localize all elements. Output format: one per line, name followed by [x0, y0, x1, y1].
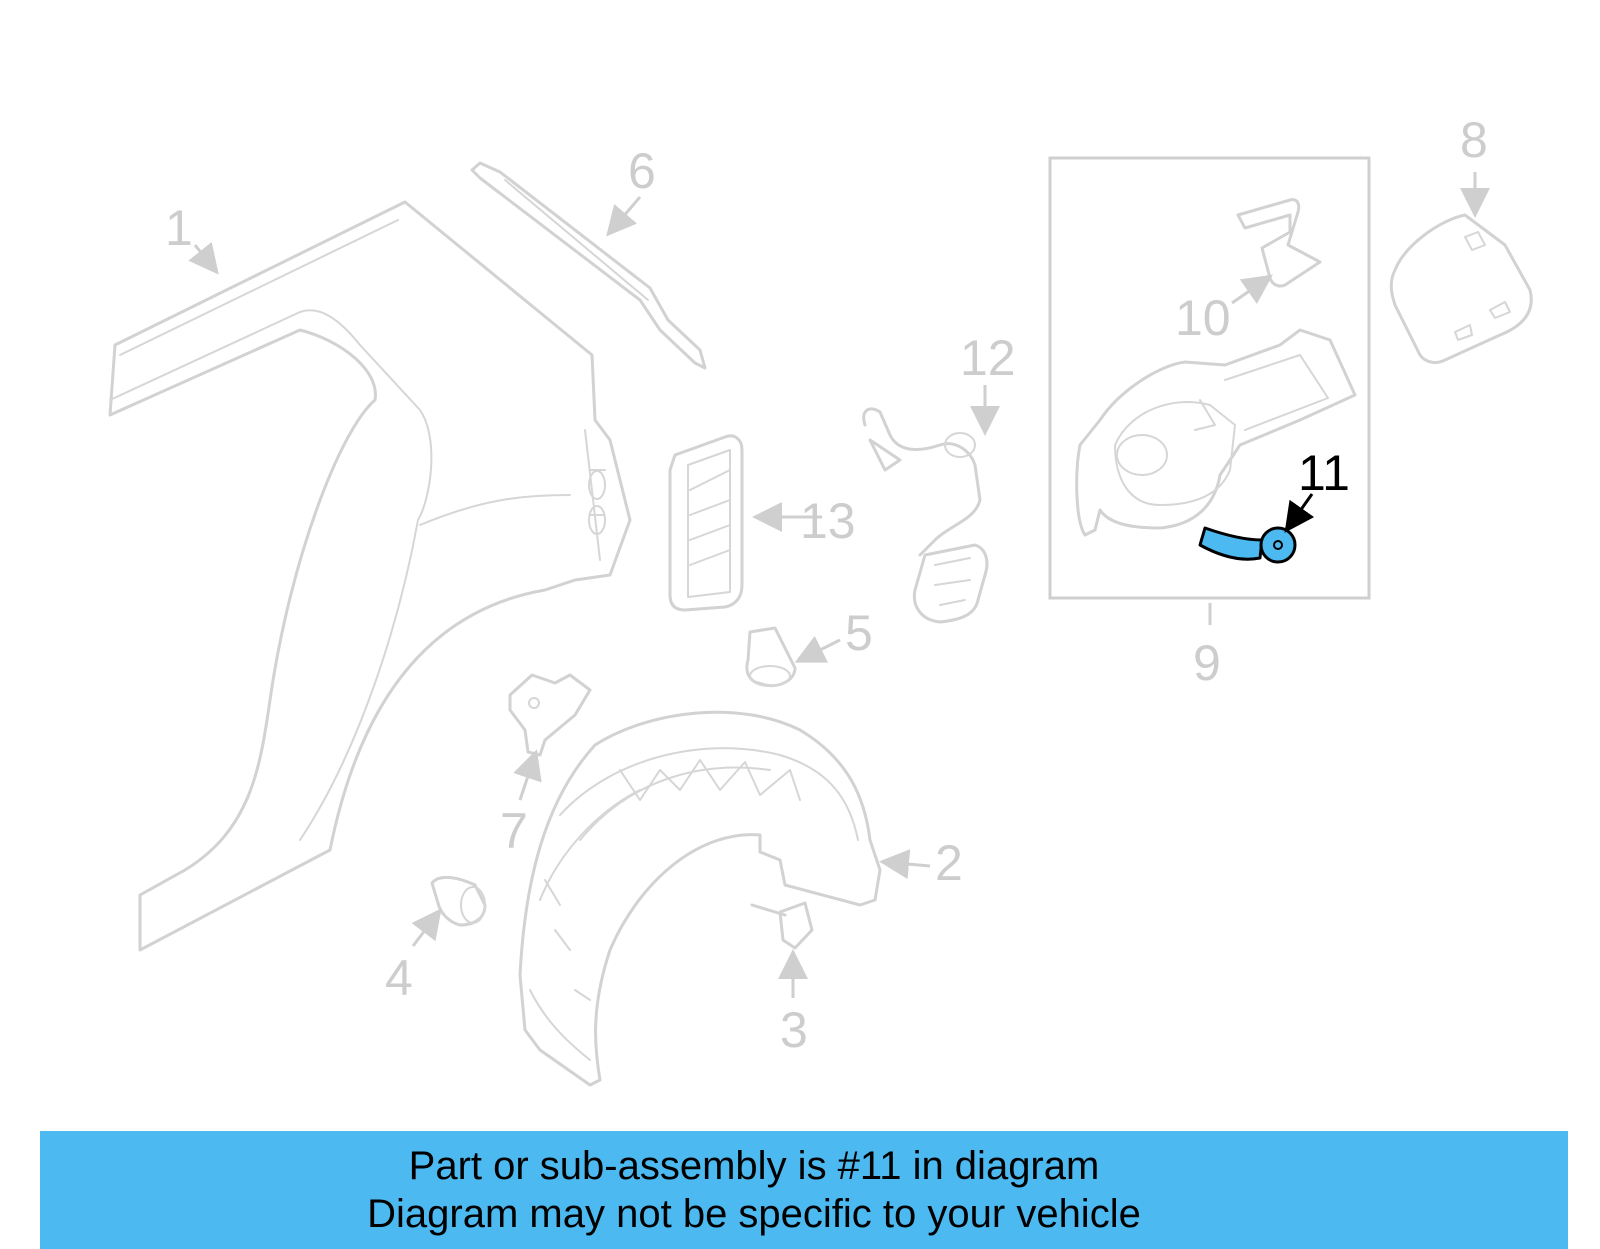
leader-arrows: [188, 172, 1490, 998]
part-1-quarter-panel[interactable]: [108, 200, 632, 952]
callout-10: 10: [1175, 290, 1231, 346]
callout-6: 6: [628, 143, 656, 199]
callout-11: 11: [1298, 445, 1350, 501]
part-7-bracket[interactable]: [508, 673, 592, 757]
part-4-clip[interactable]: [430, 875, 487, 927]
part-2-wheel-liner[interactable]: [518, 710, 882, 1087]
callout-2: 2: [935, 835, 963, 891]
callout-3: 3: [780, 1002, 808, 1058]
callout-13: 13: [800, 493, 856, 549]
part-5-clip[interactable]: [745, 626, 797, 688]
part-3-screw[interactable]: [750, 901, 814, 950]
part-10-spring[interactable]: [1236, 198, 1322, 288]
callout-9: 9: [1193, 635, 1221, 691]
banner-line-1: Part or sub-assembly is #11 in diagram: [408, 1144, 1100, 1188]
part-6-rail[interactable]: [470, 161, 707, 370]
callout-4: 4: [385, 950, 413, 1006]
callout-1: 1: [165, 200, 193, 256]
part-9-assembly-box: [1048, 156, 1371, 600]
callout-8: 8: [1460, 112, 1488, 168]
part-11-highlighted[interactable]: [1198, 526, 1297, 564]
info-banner: Part or sub-assembly is #11 in diagram D…: [40, 1131, 1568, 1249]
callout-12: 12: [960, 330, 1016, 386]
part-8-fuel-door[interactable]: [1389, 213, 1533, 364]
part-9-fuel-housing[interactable]: [1075, 328, 1357, 537]
callout-7: 7: [500, 803, 528, 859]
callout-5: 5: [845, 605, 873, 661]
banner-line-2: Diagram may not be specific to your vehi…: [367, 1192, 1141, 1236]
part-12-actuator-cable[interactable]: [862, 407, 989, 624]
part-13-vent[interactable]: [668, 434, 744, 612]
